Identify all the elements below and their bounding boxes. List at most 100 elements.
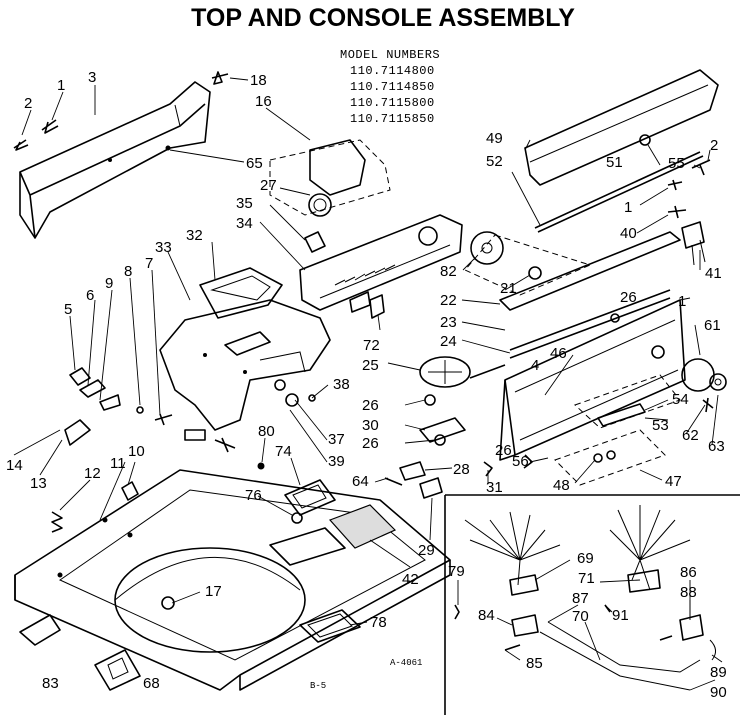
callout-38: 38 [333, 376, 350, 393]
callout-90: 90 [710, 684, 727, 701]
callout-55: 55 [668, 155, 685, 172]
callout-49: 49 [486, 130, 503, 147]
gasket-78 [299, 609, 361, 643]
callout-9: 9 [105, 275, 113, 292]
callout-6: 6 [86, 287, 94, 304]
callout-1a: 1 [57, 77, 65, 94]
page-code: B-5 [310, 681, 326, 691]
callout-32: 32 [186, 227, 203, 244]
rear-trim [524, 69, 719, 233]
screw-18 [211, 71, 229, 85]
callout-70: 70 [572, 608, 589, 625]
callout-30: 30 [362, 417, 379, 434]
callout-63: 63 [708, 438, 725, 455]
callout-71: 71 [578, 570, 595, 587]
leader-lines [13, 77, 723, 691]
callout-labels: 2 1 3 18 16 65 27 35 34 33 32 8 7 9 6 5 … [6, 69, 727, 701]
callout-16: 16 [255, 93, 272, 110]
callout-48: 48 [553, 477, 570, 494]
callout-26a: 26 [620, 289, 637, 306]
callout-18: 18 [250, 72, 267, 89]
callout-79: 79 [448, 563, 465, 580]
callout-2a: 2 [24, 95, 32, 112]
hardware-37-39 [274, 379, 316, 407]
part-68 [94, 649, 141, 691]
callout-24: 24 [440, 333, 457, 350]
callout-76: 76 [245, 487, 262, 504]
callout-53: 53 [652, 417, 669, 434]
callout-10: 10 [128, 443, 145, 460]
callout-26b: 26 [362, 397, 379, 414]
callout-85: 85 [526, 655, 543, 672]
callout-8: 8 [124, 263, 132, 280]
drawing-code: A-4061 [390, 658, 422, 668]
screws-top-left [13, 119, 59, 151]
callout-41: 41 [705, 265, 722, 282]
callout-82: 82 [440, 263, 457, 280]
parts-28-29-64 [384, 461, 493, 499]
model-numbers-header: MODEL NUMBERS [340, 48, 440, 62]
callout-78: 78 [370, 614, 387, 631]
diagram-title: TOP AND CONSOLE ASSEMBLY [191, 4, 575, 32]
model-number-2: 110.7114850 [350, 80, 435, 94]
callout-21: 21 [500, 280, 517, 297]
model-number-1: 110.7114800 [350, 64, 435, 78]
bracket-42 [328, 504, 397, 549]
callout-12: 12 [84, 465, 101, 482]
callout-23: 23 [440, 314, 457, 331]
callout-62: 62 [682, 427, 699, 444]
control-panel-assembly [269, 139, 463, 313]
callout-29: 29 [418, 542, 435, 559]
callout-5: 5 [64, 301, 72, 318]
callout-11: 11 [110, 455, 126, 472]
callout-89: 89 [710, 664, 727, 681]
model-number-4: 110.7115850 [350, 112, 435, 126]
callout-1c: 1 [678, 293, 686, 310]
screws-right [667, 159, 711, 266]
callout-26d: 26 [495, 442, 512, 459]
console-frame [159, 267, 331, 431]
callout-40: 40 [620, 225, 637, 242]
callout-52: 52 [486, 153, 503, 170]
small-hardware-left [64, 367, 236, 501]
callout-39: 39 [328, 453, 345, 470]
callout-80: 80 [258, 423, 275, 440]
callout-65: 65 [246, 155, 263, 172]
callout-86: 86 [680, 564, 697, 581]
callout-83: 83 [42, 675, 59, 692]
callout-54: 54 [672, 391, 689, 408]
callout-69: 69 [577, 550, 594, 567]
callout-27: 27 [260, 177, 277, 194]
callout-37: 37 [328, 431, 345, 448]
callout-4: 4 [531, 357, 539, 374]
parts-47-56 [523, 374, 681, 486]
callout-14: 14 [6, 457, 23, 474]
callout-91: 91 [612, 607, 629, 624]
callout-42: 42 [402, 571, 419, 588]
callout-31: 31 [486, 479, 503, 496]
part-83 [19, 614, 61, 646]
callout-17: 17 [205, 583, 222, 600]
callout-74: 74 [275, 443, 292, 460]
callout-1b: 1 [624, 199, 632, 216]
rear-console-panel [19, 81, 211, 239]
part-72 [369, 294, 385, 319]
callout-25: 25 [362, 357, 379, 374]
timer-and-console-back [419, 299, 686, 461]
callout-3: 3 [88, 69, 96, 86]
callout-7: 7 [145, 255, 153, 272]
callout-35: 35 [236, 195, 253, 212]
callout-56: 56 [512, 453, 529, 470]
callout-51: 51 [606, 154, 623, 171]
callout-46: 46 [550, 345, 567, 362]
callout-2b: 2 [710, 137, 718, 154]
callout-26c: 26 [362, 435, 379, 452]
callout-28: 28 [453, 461, 470, 478]
callout-22: 22 [440, 292, 457, 309]
knob-61 [681, 358, 727, 413]
callout-13: 13 [30, 475, 47, 492]
callout-84: 84 [478, 607, 495, 624]
callout-33: 33 [155, 239, 172, 256]
callout-88: 88 [680, 584, 697, 601]
